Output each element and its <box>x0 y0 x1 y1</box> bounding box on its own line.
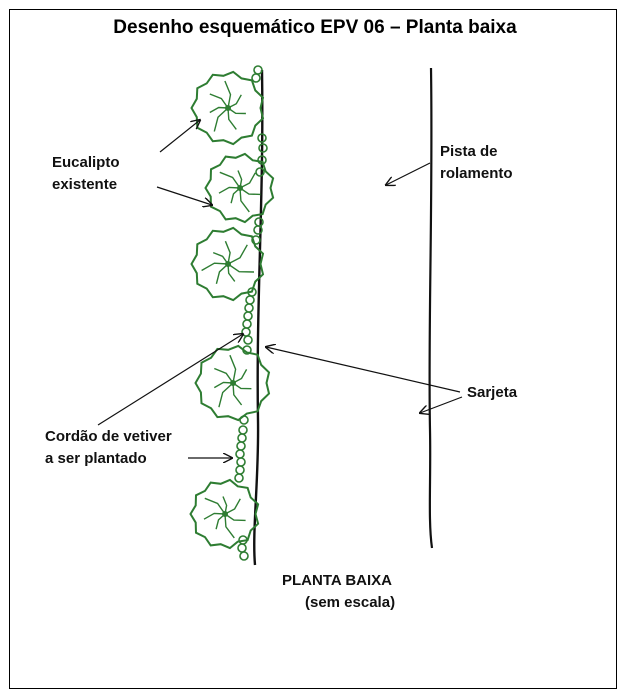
vetiver-plant-icon <box>255 167 265 177</box>
label-pista-line1: Pista de <box>440 143 498 160</box>
vetiver-plant-icon <box>243 311 253 321</box>
label-cordao-line1: Cordão de vetiver <box>45 428 172 445</box>
vetiver-plant-icon <box>251 73 261 83</box>
vetiver-plant-icon <box>257 155 267 165</box>
arrow-pista <box>386 162 431 185</box>
label-cordao-line2: a ser plantado <box>45 450 147 467</box>
vetiver-plant-icon <box>242 319 252 329</box>
eucalyptus-tree-icon <box>204 152 275 224</box>
vetiver-plant-icon <box>239 415 249 425</box>
vetiver-plant-icon <box>258 143 268 153</box>
vetiver-hedge <box>234 65 268 561</box>
label-pista-line2: rolamento <box>440 165 513 182</box>
vetiver-plant-icon <box>236 441 246 451</box>
vetiver-plant-icon <box>234 473 244 483</box>
label-sem-escala: (sem escala) <box>305 594 396 611</box>
vetiver-plant-icon <box>235 449 245 459</box>
vetiver-plant-icon <box>239 551 249 561</box>
vetiver-plant-icon <box>235 465 245 475</box>
label-eucalipto: Eucalipto existente <box>52 152 120 196</box>
vetiver-plant-icon <box>242 345 252 355</box>
label-pista: Pista de rolamento <box>440 141 513 185</box>
vetiver-plant-icon <box>245 295 255 305</box>
figure-title: Desenho esquemático EPV 06 – Planta baix… <box>113 17 517 38</box>
eucalyptus-tree-icon <box>189 478 260 550</box>
figure-frame <box>9 9 617 689</box>
arrow-eucalipto-bottom <box>156 186 212 205</box>
arrow-sarjeta-left <box>266 347 461 393</box>
vetiver-plant-icon <box>253 225 263 235</box>
right-gutter-line <box>428 67 434 549</box>
arrow-eucalipto-top <box>159 120 200 153</box>
arrow-cordao-up <box>97 334 243 426</box>
arrow-sarjeta-right <box>420 396 463 413</box>
vetiver-plant-icon <box>243 335 253 345</box>
vetiver-plant-icon <box>253 65 263 75</box>
eucalyptus-tree-icon <box>190 226 265 302</box>
vetiver-plant-icon <box>244 303 254 313</box>
eucalyptus-tree-icon <box>190 70 265 146</box>
label-sarjeta: Sarjeta <box>467 384 518 401</box>
vetiver-plant-icon <box>237 433 247 443</box>
vetiver-plant-icon <box>236 457 246 467</box>
left-gutter-line <box>253 69 264 566</box>
vetiver-plant-icon <box>241 327 251 337</box>
vetiver-plant-icon <box>237 543 247 553</box>
label-cordao: Cordão de vetiver a ser plantado <box>45 426 172 470</box>
vetiver-plant-icon <box>251 235 261 245</box>
site-plan-drawing <box>97 65 463 566</box>
vetiver-plant-icon <box>238 425 248 435</box>
label-eucalipto-line2: existente <box>52 176 118 193</box>
label-eucalipto-line1: Eucalipto <box>52 154 120 171</box>
eucalyptus-trees <box>189 70 275 550</box>
label-planta-baixa: PLANTA BAIXA <box>282 572 392 589</box>
vetiver-plant-icon <box>257 133 267 143</box>
